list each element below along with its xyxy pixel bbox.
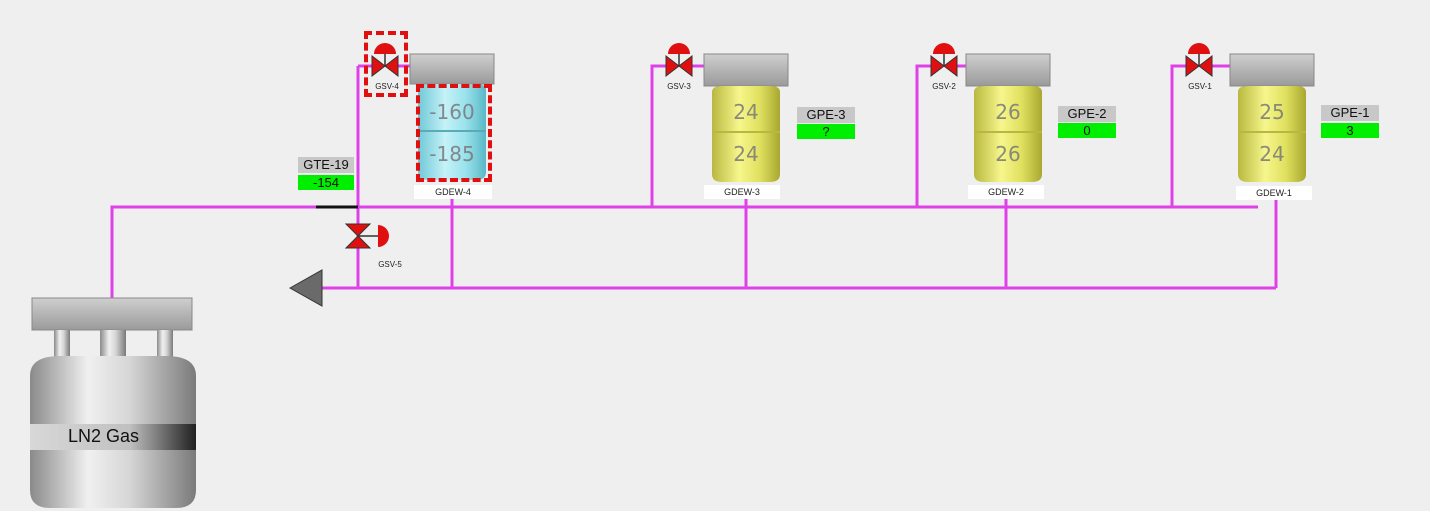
gdew-3-bottom-temp: 24 [733, 142, 759, 166]
gdew-4-highlight [416, 84, 492, 182]
gte-19-title: GTE-19 [298, 157, 354, 173]
valve-gsv-3-icon[interactable] [665, 43, 693, 78]
dewar-gdew-2[interactable] [965, 53, 1051, 182]
gdew-2-top-temp: 26 [995, 100, 1021, 124]
gte-19-value: -154 [298, 175, 354, 190]
gdew-4-top-temp: -160 [429, 100, 475, 124]
exhaust-arrow-icon [288, 269, 323, 307]
supply-pipe-network [110, 64, 1258, 300]
gdew-2-label: GDEW-2 [968, 185, 1044, 199]
return-pipe-network [322, 198, 1278, 290]
gdew-1-bottom-temp: 24 [1259, 142, 1285, 166]
valve-gsv-2-icon[interactable] [930, 43, 958, 78]
gpe-3-value: ? [797, 124, 855, 139]
gsv-1-label: GSV-1 [1188, 82, 1212, 91]
gpe-1-title: GPE-1 [1321, 105, 1379, 121]
gdew-2-bottom-temp: 26 [995, 142, 1021, 166]
gpe-2-value: 0 [1058, 123, 1116, 138]
ln2-tank[interactable] [30, 297, 196, 508]
gsv-2-label: GSV-2 [932, 82, 956, 91]
gdew-4-bottom-temp: -185 [429, 142, 475, 166]
gsv-3-label: GSV-3 [667, 82, 691, 91]
gsv-4-label: GSV-4 [375, 82, 399, 91]
gdew-1-top-temp: 25 [1259, 100, 1285, 124]
gpe-3-title: GPE-3 [797, 107, 855, 123]
gdew-4-label: GDEW-4 [414, 185, 492, 199]
gdew-3-label: GDEW-3 [704, 185, 780, 199]
valve-gsv-5-icon[interactable] [344, 223, 389, 249]
valve-gsv-4-icon[interactable] [371, 43, 399, 78]
gpe-1-value: 3 [1321, 123, 1379, 138]
gpe-2-title: GPE-2 [1058, 106, 1116, 122]
gdew-1-label: GDEW-1 [1236, 186, 1312, 200]
dewar-gdew-3[interactable] [703, 53, 789, 182]
valve-gsv-1-icon[interactable] [1185, 43, 1213, 78]
dewar-gdew-4[interactable] [409, 53, 495, 180]
dewar-gdew-1[interactable] [1229, 53, 1315, 182]
gsv-5-label: GSV-5 [378, 260, 402, 269]
ln2-tank-label: LN2 Gas [68, 426, 140, 446]
gdew-3-top-temp: 24 [733, 100, 759, 124]
gsv-4-highlight [364, 31, 408, 97]
